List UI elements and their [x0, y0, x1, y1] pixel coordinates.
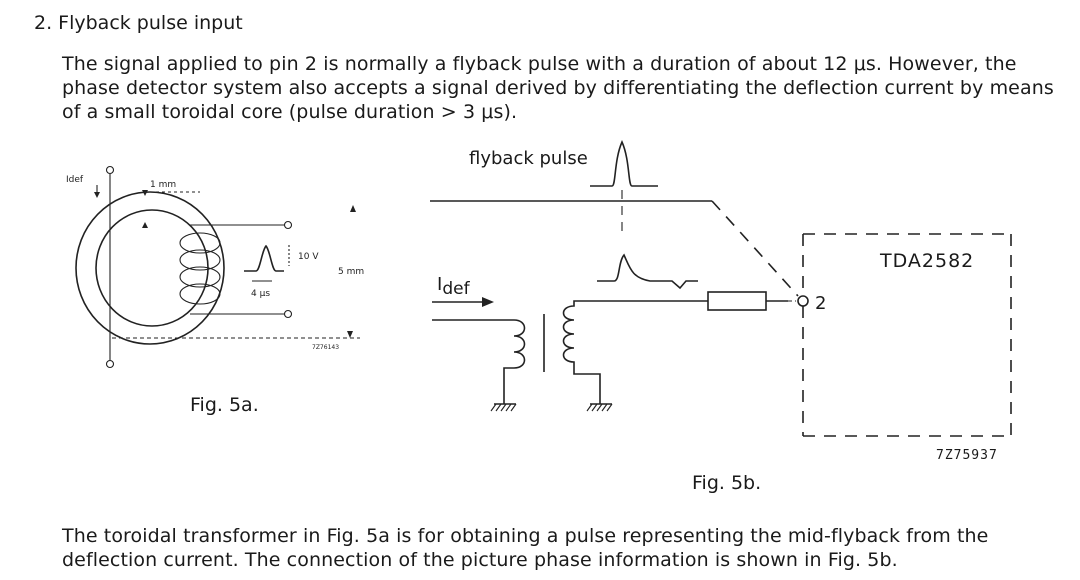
primary-winding: [432, 319, 526, 369]
primary-ground-lead: [503, 367, 514, 404]
differentiated-pulse-waveform: [597, 253, 698, 290]
fig-5a-5mm-label: 5 mm: [338, 267, 364, 277]
coil-winding: [179, 232, 221, 305]
flyback-pulse-waveform: [590, 140, 658, 187]
5mm-marker-top: [350, 205, 356, 212]
coil-terminal-bottom: [283, 309, 293, 319]
flyback-pulse-label: flyback pulse: [469, 148, 588, 169]
fig-5b-idef-label: Idef: [437, 274, 471, 299]
chip-label: TDA2582: [879, 250, 974, 272]
fig-5a-4us-label: 4 μs: [251, 289, 270, 299]
fig-5a-10v-label: 10 V: [298, 252, 319, 262]
fig-5a-code: 7Z76143: [312, 344, 339, 351]
fig-5b-code: 7Z75937: [936, 448, 998, 463]
fig-5a-caption: Fig. 5a.: [190, 394, 259, 416]
flyback-dashed-connection: [711, 200, 799, 297]
fig-5a-1mm-label: 1 mm: [150, 180, 176, 190]
fig-5b-caption: Fig. 5b.: [692, 472, 762, 494]
paragraph-toroidal-description: The toroidal transformer in Fig. 5a is f…: [62, 525, 989, 571]
1mm-marker-bottom: [142, 222, 148, 228]
section-heading: 2. Flyback pulse input: [34, 12, 243, 34]
idef-arrow-head-5b: [482, 297, 494, 307]
secondary-winding: [562, 300, 601, 404]
fig-5a-pulse-waveform: [244, 244, 284, 272]
primary-ground-hatch: [490, 403, 517, 412]
pin-2-terminal: [797, 295, 809, 307]
pin-2-label: 2: [815, 293, 826, 314]
fig-5a-idef-label: Idef: [66, 175, 84, 185]
conductor-top-terminal: [105, 165, 115, 175]
5mm-marker-bottom: [347, 331, 353, 338]
secondary-ground-hatch: [586, 403, 613, 412]
coil-terminal-top: [283, 220, 293, 230]
idef-arrow-head: [94, 192, 100, 198]
conductor-bottom-terminal: [105, 359, 115, 369]
series-resistor: [707, 291, 767, 311]
paragraph-flyback-description: The signal applied to pin 2 is normally …: [62, 53, 1054, 123]
